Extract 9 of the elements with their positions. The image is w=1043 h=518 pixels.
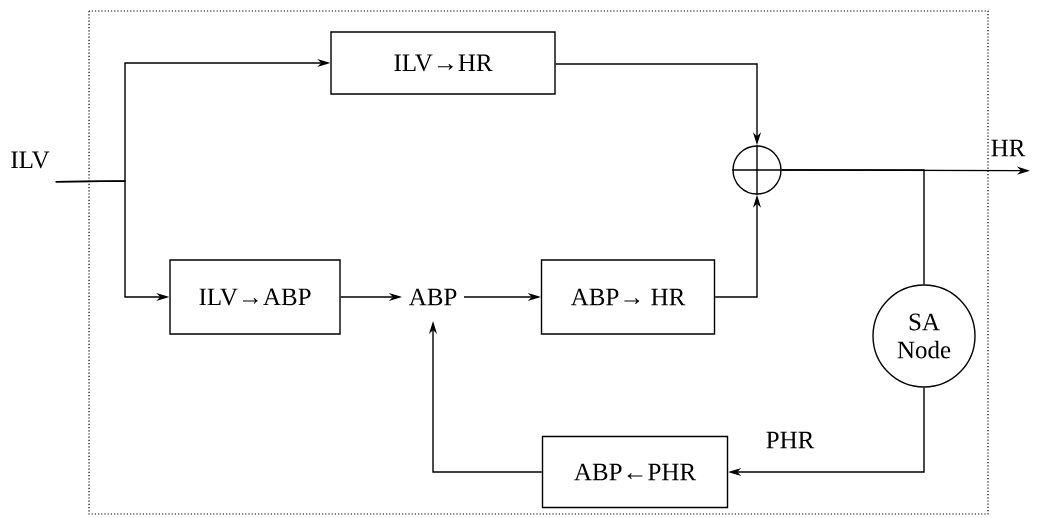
process-box: ILV→ABP xyxy=(169,259,341,335)
edge-label: PHR xyxy=(763,429,817,451)
signal-label: ILV xyxy=(11,151,50,169)
process-box: ABP→ HR xyxy=(540,259,716,335)
signal-label: HR xyxy=(991,139,1026,157)
process-box: ABP←PHR xyxy=(541,435,729,509)
signal-label: ABP xyxy=(408,288,457,306)
process-box: ILV→HR xyxy=(330,31,556,95)
summing-junction xyxy=(731,144,783,196)
